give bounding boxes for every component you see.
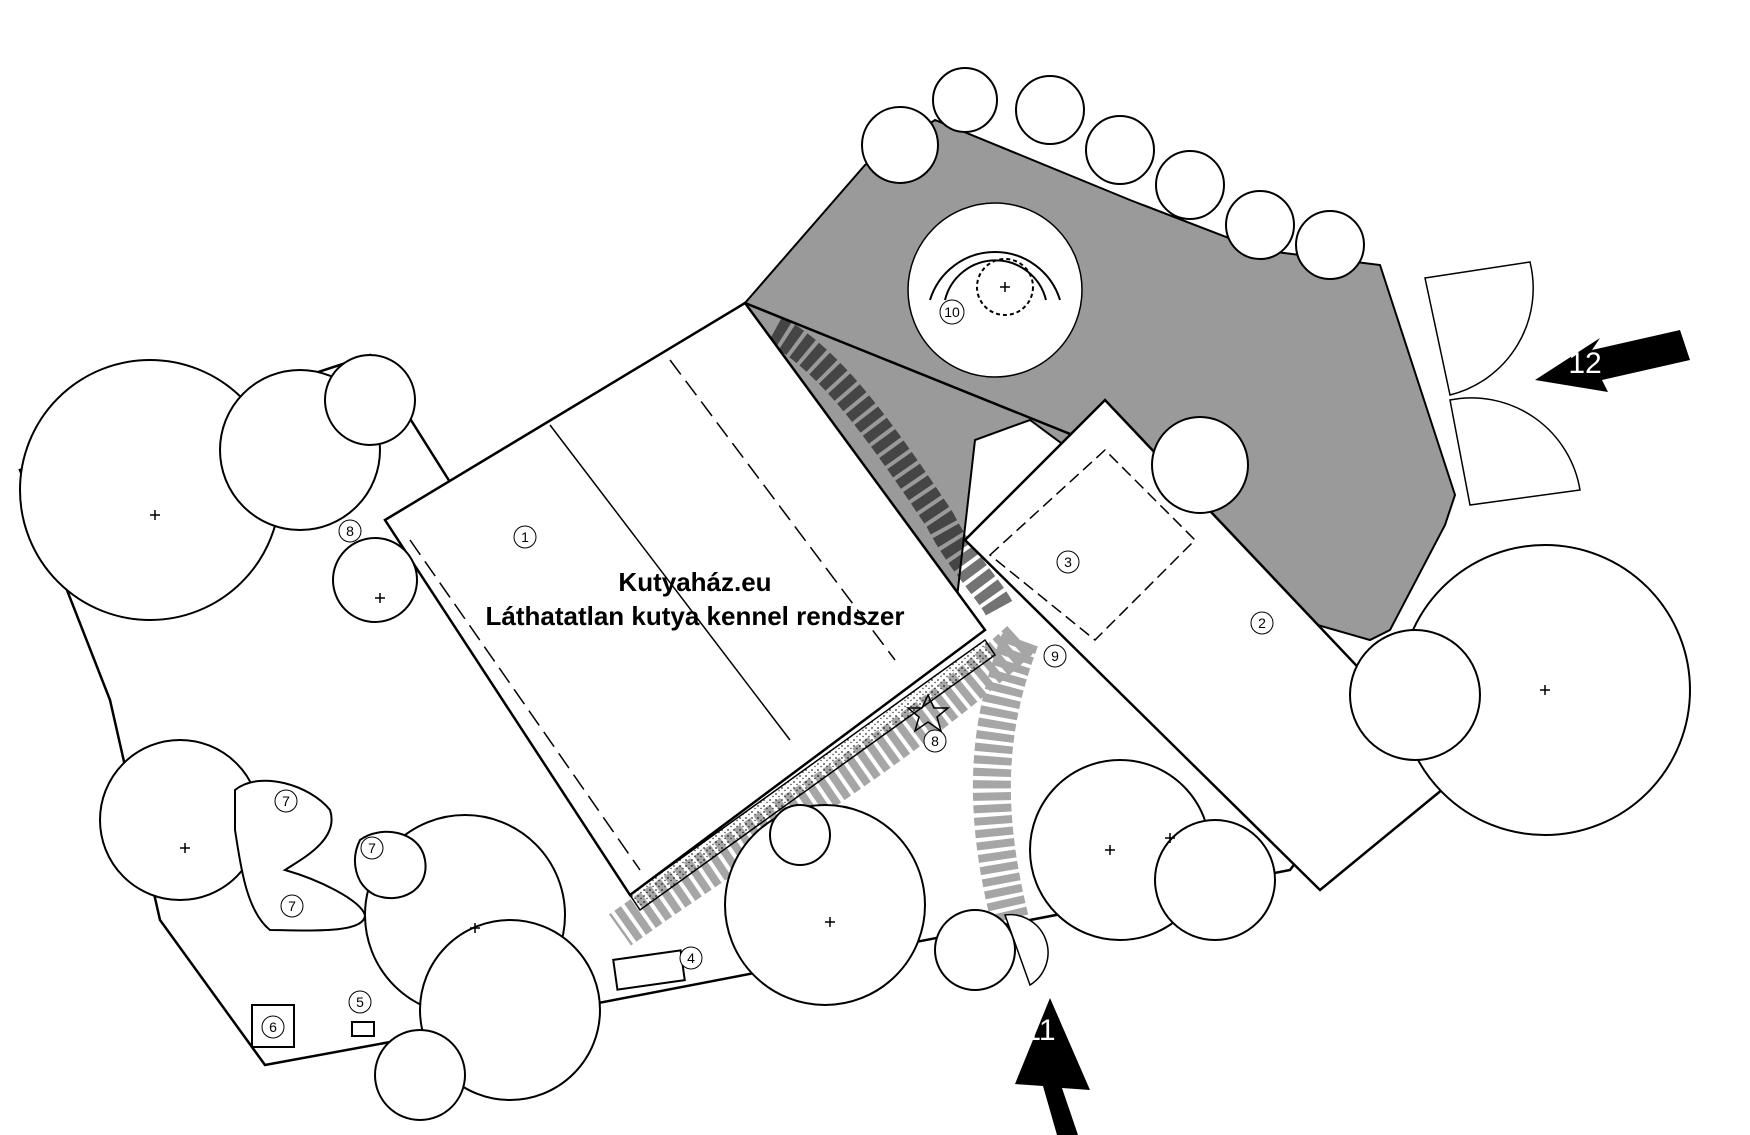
svg-text:4: 4 (687, 950, 695, 966)
gate-12-upper (1424, 261, 1534, 396)
svg-text:7: 7 (282, 793, 290, 809)
marker-10: 10 (939, 299, 965, 325)
bench-4 (612, 949, 686, 991)
svg-text:7: 7 (368, 840, 376, 856)
marker-7c: 7 (280, 894, 304, 918)
trees (19, 67, 1691, 1121)
svg-text:10: 10 (944, 304, 960, 320)
svg-text:3: 3 (1064, 554, 1072, 570)
svg-text:11: 11 (1024, 1014, 1055, 1047)
marker-5: 5 (348, 990, 372, 1014)
stone-path-upper (767, 316, 1014, 618)
site-title: Kutyaház.eu (618, 567, 772, 597)
entrance-arrow-11: 11 (1015, 998, 1090, 1135)
svg-text:7: 7 (288, 898, 296, 914)
marker-2: 2 (1250, 611, 1274, 635)
marker-8a: 8 (338, 519, 362, 543)
title-block: Kutyaház.eu Láthatatlan kutya kennel ren… (430, 565, 960, 633)
svg-text:1: 1 (521, 529, 529, 545)
gravel-strip (628, 638, 997, 912)
flower-bed (234, 779, 367, 932)
tree-centers (150, 282, 1550, 933)
entrance-arrow-12: 12 (1535, 330, 1690, 392)
house-1 (383, 301, 987, 897)
site-subtitle: Láthatatlan kutya kennel rendszer (485, 601, 905, 631)
gate-12-lower (1449, 397, 1581, 506)
svg-text:5: 5 (356, 994, 364, 1010)
marker-3: 3 (1056, 550, 1080, 574)
stone-path-lower (608, 625, 1038, 946)
marker-4: 4 (679, 946, 703, 970)
svg-text:6: 6 (269, 1019, 277, 1035)
svg-text:12: 12 (1568, 347, 1601, 380)
round-seating-area (907, 202, 1083, 378)
svg-text:8: 8 (346, 523, 354, 539)
marker-8b: 8 (923, 729, 947, 753)
svg-text:2: 2 (1258, 615, 1266, 631)
curved-bench (929, 250, 1061, 301)
marker-7b: 7 (360, 836, 384, 860)
star-plant (905, 693, 951, 733)
marker-7a: 7 (274, 789, 298, 813)
marker-1: 1 (513, 525, 537, 549)
svg-text:9: 9 (1051, 648, 1059, 664)
gate-11 (1003, 913, 1049, 987)
svg-text:8: 8 (931, 733, 939, 749)
marker-9: 9 (1043, 644, 1067, 668)
marker-6: 6 (261, 1015, 285, 1039)
box-5 (351, 1021, 375, 1037)
fire-pit-plant (976, 258, 1034, 316)
